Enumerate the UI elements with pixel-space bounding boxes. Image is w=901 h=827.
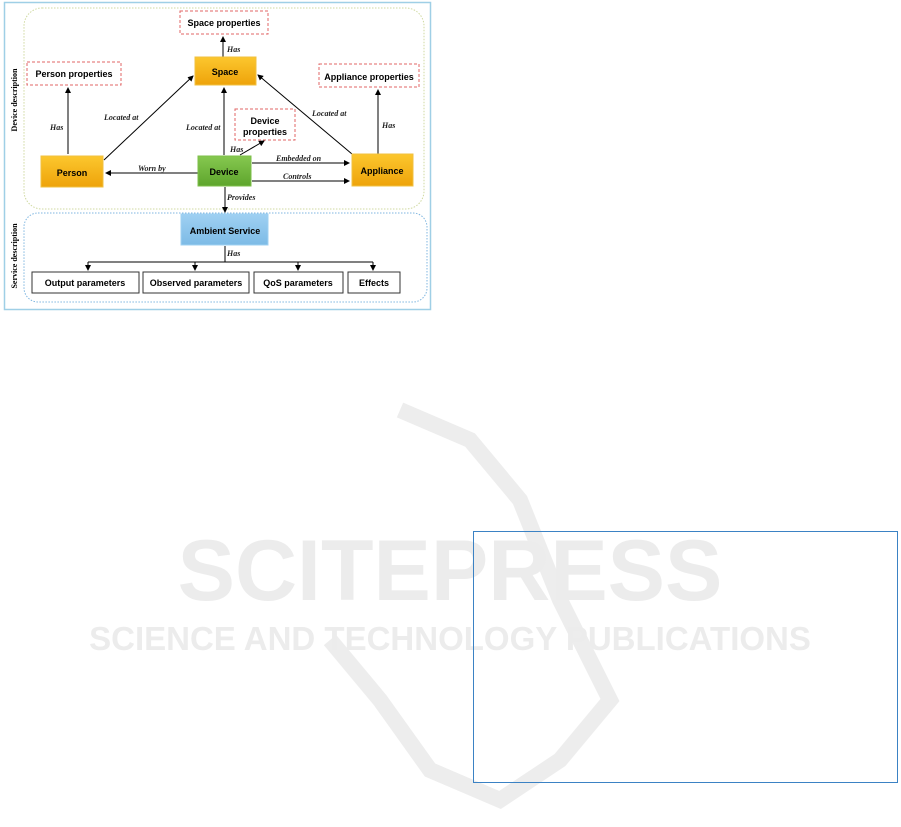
service-description-label: Service description xyxy=(10,223,19,289)
node-person xyxy=(40,155,104,188)
space-text: Space xyxy=(212,67,239,77)
node-device-properties xyxy=(234,108,296,141)
label-service-has: Has xyxy=(226,249,240,258)
label-device-located-at: Located at xyxy=(185,123,221,132)
label-embedded-on: Embedded on xyxy=(275,154,322,163)
node-appliance-properties xyxy=(318,63,420,88)
label-space-has: Has xyxy=(226,45,240,54)
effects-text: Effects xyxy=(359,278,389,288)
label-person-located-at: Located at xyxy=(103,113,139,122)
node-ambient-service xyxy=(180,213,269,246)
label-worn-by: Worn by xyxy=(138,164,166,173)
node-person-properties xyxy=(26,61,122,86)
edges xyxy=(65,36,381,271)
device-text: Device xyxy=(209,167,238,177)
person-text: Person xyxy=(57,168,88,178)
node-effects xyxy=(347,271,401,294)
label-controls: Controls xyxy=(283,172,311,181)
space-properties-text: Space properties xyxy=(187,18,260,28)
service-description-section xyxy=(23,212,428,303)
output-parameters-text: Output parameters xyxy=(45,278,126,288)
device-description-section xyxy=(23,7,425,210)
node-space xyxy=(194,56,257,86)
device-properties-text-2: properties xyxy=(243,127,287,137)
person-properties-text: Person properties xyxy=(35,69,112,79)
observed-parameters-text: Observed parameters xyxy=(150,278,243,288)
watermark-title: SCITEPRESS xyxy=(178,523,723,619)
node-qos-parameters xyxy=(253,271,344,294)
watermark-subtitle: SCIENCE AND TECHNOLOGY PUBLICATIONS xyxy=(89,620,811,657)
edge-device-has xyxy=(239,140,265,156)
watermark: SCITEPRESS SCIENCE AND TECHNOLOGY PUBLIC… xyxy=(89,402,811,810)
label-appliance-located-at: Located at xyxy=(311,109,347,118)
node-observed-parameters xyxy=(142,271,250,294)
label-provides: Provides xyxy=(227,193,255,202)
ambient-service-text: Ambient Service xyxy=(190,226,261,236)
device-properties-text-1: Device xyxy=(250,116,279,126)
node-output-parameters xyxy=(31,271,140,294)
device-description-label: Device description xyxy=(10,68,19,131)
label-appliance-has: Has xyxy=(381,121,395,130)
label-person-has: Has xyxy=(49,123,63,132)
label-device-has: Has xyxy=(229,145,243,154)
edge-appliance-located-at xyxy=(257,74,353,155)
qos-parameters-text: QoS parameters xyxy=(263,278,333,288)
node-device xyxy=(197,155,252,187)
appliance-text: Appliance xyxy=(360,166,403,176)
empty-figure-frame xyxy=(473,531,898,783)
edge-person-located-at xyxy=(103,75,194,161)
node-space-properties xyxy=(179,10,269,35)
node-appliance xyxy=(351,153,414,187)
appliance-properties-text: Appliance properties xyxy=(324,72,414,82)
